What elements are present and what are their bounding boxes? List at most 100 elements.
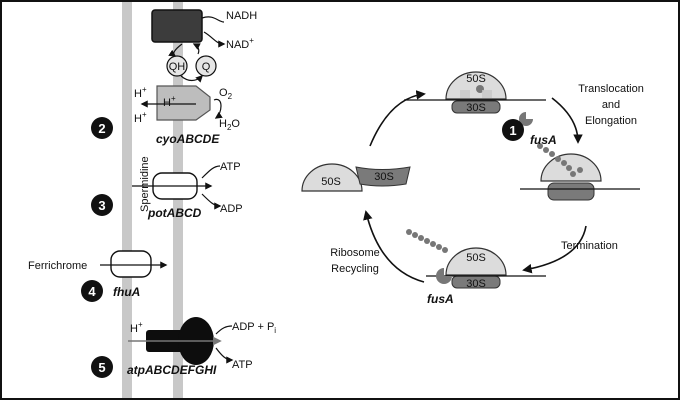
quinone-circle [195, 55, 217, 77]
free-50s-label: 50S [321, 176, 341, 188]
adp-label-pot: ADP [220, 203, 243, 215]
peptide-bead [566, 165, 572, 171]
recycling-label-2: Recycling [331, 263, 379, 275]
adp-line-atp [215, 325, 233, 335]
ribosome-bottom-50s [445, 247, 507, 276]
q-cycle-arrow-1 [168, 43, 183, 57]
dehydrogenase-block [151, 9, 203, 43]
peptide-bead [561, 160, 567, 166]
trna-site-2 [482, 90, 492, 98]
translocation-label-1: Translocation [578, 83, 644, 95]
badge-1 [502, 119, 524, 141]
spermidine-label: Spermidine [139, 156, 151, 212]
ribosome-top-30s [451, 100, 501, 114]
termination-label: Termination [561, 240, 618, 252]
ribosome-dissociated: 50S 30S [301, 163, 411, 192]
badge-3-number: 3 [98, 198, 105, 213]
ferrichrome-label: Ferrichrome [28, 260, 87, 272]
peptide-bead [543, 147, 549, 153]
h-out-label-1: H+ [134, 85, 147, 100]
top-50s-label: 50S [466, 73, 486, 85]
free-30s [355, 166, 411, 187]
peptide-bead [412, 232, 418, 238]
atp-arrow-atp [215, 347, 234, 364]
nadh-line [201, 16, 225, 23]
nad-arrow [203, 31, 226, 48]
atp-label-pot: ATP [220, 161, 241, 173]
ribosome-right-30s [547, 182, 595, 201]
badge-4 [81, 280, 103, 302]
q-label: Q [202, 61, 211, 73]
cyo-gene-label: cyoABCDE [156, 132, 220, 146]
adp-arrow [201, 193, 222, 210]
peptide-bead [424, 238, 430, 244]
badge-1-number: 1 [509, 123, 516, 138]
nadh-label: NADH [226, 10, 257, 22]
ribosome-top: 50S 30S [404, 71, 546, 126]
badge-5 [91, 356, 113, 378]
nad-label: NAD+ [226, 36, 254, 51]
o2-label: O2 [219, 87, 233, 101]
badge-2-number: 2 [98, 121, 105, 136]
peptide-bead [555, 156, 561, 162]
q-cycle-arrow-2 [192, 43, 201, 55]
bottom-50s-label: 50S [466, 252, 486, 264]
fusa-top-pacman [519, 112, 533, 126]
h-label-atp: H+ [130, 320, 143, 335]
recycling-label-1: Ribosome [330, 247, 380, 259]
peptide-bead [570, 171, 576, 177]
ribosome-right [520, 143, 640, 201]
cycle-arrow-recycling [363, 210, 425, 283]
h-inside-label: H+ [163, 94, 176, 109]
cyo-complex: NADH NAD+ QH Q H+ H+ H+ O2 H2O 2 cyoABCD… [91, 9, 257, 146]
q-cycle-arrow-3 [180, 74, 204, 83]
badge-5-number: 5 [98, 360, 105, 375]
quinol-circle [166, 55, 188, 77]
membrane-outer [122, 2, 132, 398]
ribosome-bottom: 50S 30S [406, 229, 546, 290]
ribosome-cycle: 50S 30S 50S 30S [301, 71, 644, 306]
peptide-bead [406, 229, 412, 235]
cycle-arrow-initiation [369, 90, 426, 147]
cycle-arrow-termination [522, 225, 587, 274]
badge-4-number: 4 [88, 284, 96, 299]
bottom-30s-label: 30S [466, 278, 486, 290]
membrane-inner [173, 2, 183, 398]
peptide-bead [537, 143, 543, 149]
h-out-label-2: H+ [134, 110, 147, 125]
peptide-bead [442, 247, 448, 253]
fusa-bottom-pacman [436, 268, 452, 284]
top-30s-label: 30S [466, 102, 486, 114]
h2o-label: H2O [219, 118, 240, 132]
fhu-complex: Ferrichrome 4 fhuA [28, 250, 168, 302]
pot-complex: Spermidine ATP ADP 3 potABCD [91, 156, 243, 220]
peptide-bead [577, 167, 583, 173]
badge-2 [91, 117, 113, 139]
translocation-label-2: and [602, 99, 620, 111]
oxygen-arrow [213, 98, 223, 119]
peptide-bead [430, 241, 436, 247]
cyo-block [156, 85, 211, 121]
fusa-bottom-label: fusA [427, 292, 454, 306]
atp-synthase-complex: H+ ADP + Pi ATP 5 atpABCDEFGHI [91, 317, 276, 378]
adp-pi-label: ADP + Pi [232, 321, 276, 335]
pot-gene-label: potABCD [147, 206, 202, 220]
trna-site-1 [460, 90, 470, 98]
translocation-label-3: Elongation [585, 115, 637, 127]
fhu-transporter [110, 250, 152, 278]
qh-label: QH [169, 61, 186, 73]
free-30s-label: 30S [374, 171, 394, 183]
fhu-gene-label: fhuA [113, 285, 140, 299]
cycle-arrow-translocation [551, 97, 583, 144]
peptide-bead [549, 151, 555, 157]
badge-3 [91, 194, 113, 216]
peptide-bead [418, 235, 424, 241]
peptide-bead [436, 244, 442, 250]
atp-label-atp: ATP [232, 359, 253, 371]
fusa-top-label: fusA [530, 133, 557, 147]
atp-gene-label: atpABCDEFGHI [127, 363, 217, 377]
atp-line [201, 165, 221, 179]
